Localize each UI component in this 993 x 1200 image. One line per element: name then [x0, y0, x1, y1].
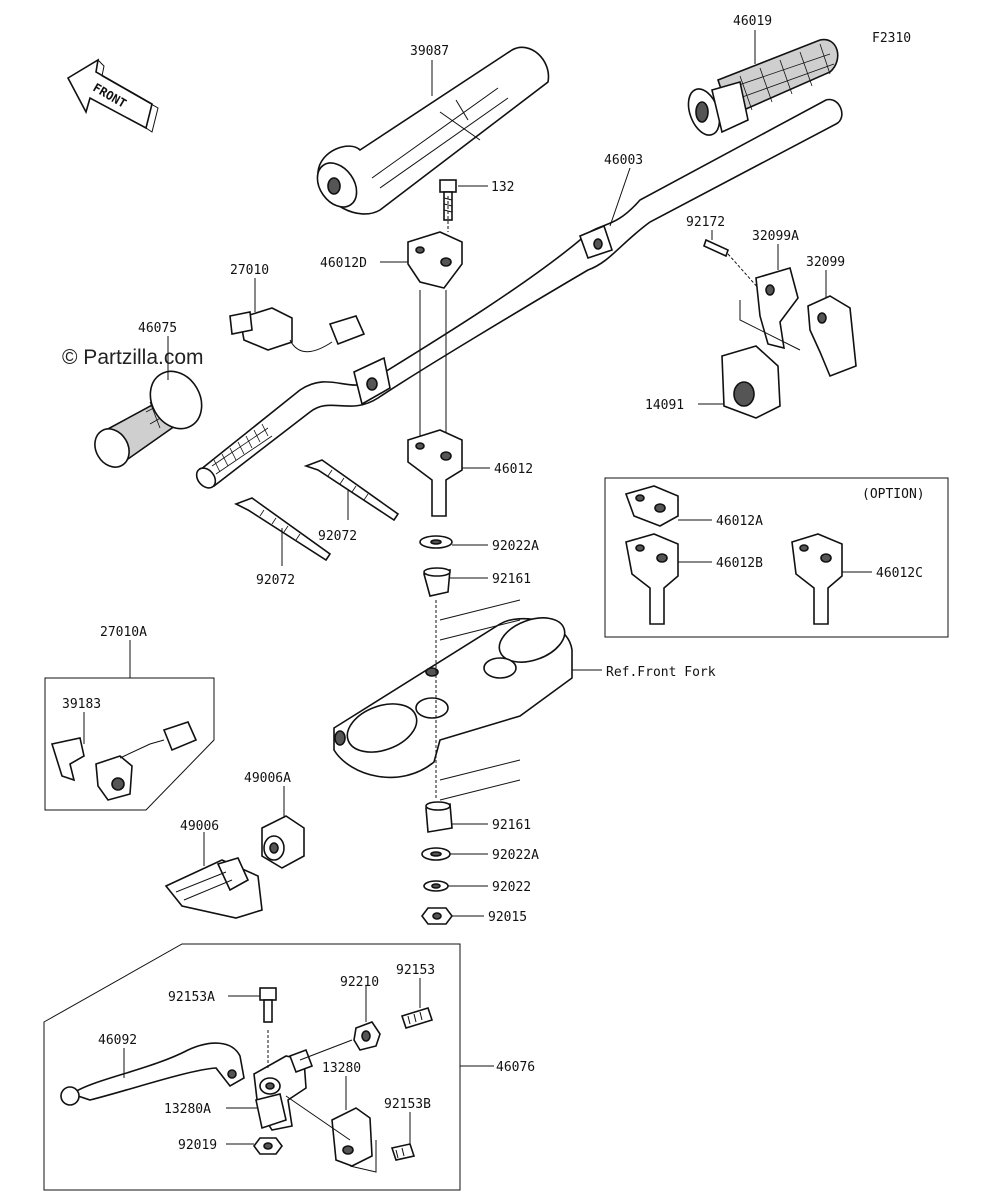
- switch-kit-box: [44, 677, 215, 811]
- nut-92019: [253, 1137, 283, 1155]
- washer-92022a-top: [419, 535, 453, 549]
- label-46012: 46012: [494, 462, 533, 477]
- label-92022A-bottom: 92022A: [492, 848, 539, 863]
- figure-code: F2310: [872, 31, 911, 46]
- guard-49006: [164, 857, 263, 919]
- label-92153A: 92153A: [168, 990, 215, 1005]
- label-92072-upper: 92072: [318, 529, 357, 544]
- label-39087: 39087: [410, 44, 449, 59]
- label-46012C: 46012C: [876, 566, 923, 581]
- cable-tie-upper: [303, 459, 400, 522]
- housing-32099a: [755, 267, 799, 350]
- watermark: © Partzilla.com: [62, 346, 204, 369]
- screw-92172: [703, 238, 761, 291]
- label-46012A: 46012A: [716, 514, 763, 529]
- label-92161-top: 92161: [492, 572, 531, 587]
- ref-front-fork-label: Ref.Front Fork: [606, 665, 716, 680]
- lever-assembly-box: [43, 943, 461, 1191]
- washer-92022a-bottom: [421, 847, 451, 861]
- label-46075: 46075: [138, 321, 177, 336]
- triple-clamp: [333, 599, 573, 801]
- option-box: [604, 477, 949, 638]
- label-132: 132: [491, 180, 514, 195]
- clamp-46012b: [625, 533, 679, 625]
- left-grip: [94, 370, 203, 468]
- label-92161-bottom: 92161: [492, 818, 531, 833]
- label-92153: 92153: [396, 963, 435, 978]
- label-32099A: 32099A: [752, 229, 799, 244]
- label-92022: 92022: [492, 880, 531, 895]
- bushing-92161-bottom: [425, 801, 453, 833]
- label-92072-lower: 92072: [256, 573, 295, 588]
- label-46076: 46076: [496, 1060, 535, 1075]
- nut-92015: [421, 907, 453, 925]
- switch-39183: [50, 721, 198, 801]
- screw-92153: [400, 1007, 434, 1029]
- label-46092: 46092: [98, 1033, 137, 1048]
- label-46012D: 46012D: [320, 256, 367, 271]
- throttle-grip: [687, 38, 839, 136]
- handlebar-pad: [316, 46, 550, 215]
- label-92210: 92210: [340, 975, 379, 990]
- bolt-92153a: [259, 987, 277, 1023]
- housing-32099: [807, 295, 857, 378]
- clamp-46012: [407, 429, 463, 517]
- cable-tie-lower: [234, 497, 332, 562]
- switch-27010: [229, 307, 366, 353]
- label-13280A: 13280A: [164, 1102, 211, 1117]
- label-39183: 39183: [62, 697, 101, 712]
- handlebar: [195, 98, 843, 489]
- adjuster-49006a: [261, 815, 305, 869]
- front-arrow-icon: FRONT: [66, 58, 159, 133]
- label-49006A: 49006A: [244, 771, 291, 786]
- label-46012B: 46012B: [716, 556, 763, 571]
- screw-92153b: [390, 1143, 416, 1161]
- label-92019: 92019: [178, 1138, 217, 1153]
- label-92015: 92015: [488, 910, 527, 925]
- clamp-13280a: [255, 1093, 287, 1130]
- cover-14091: [721, 345, 781, 419]
- label-92153B: 92153B: [384, 1097, 431, 1112]
- clamp-46012c: [791, 533, 843, 625]
- lever-46092: [60, 1042, 245, 1106]
- label-92172: 92172: [686, 215, 725, 230]
- clamp-13280: [331, 1107, 373, 1167]
- label-92022A-top: 92022A: [492, 539, 539, 554]
- label-14091: 14091: [645, 398, 684, 413]
- label-49006: 49006: [180, 819, 219, 834]
- label-27010A: 27010A: [100, 625, 147, 640]
- label-32099: 32099: [806, 255, 845, 270]
- washer-92022: [423, 880, 449, 892]
- label-13280: 13280: [322, 1061, 361, 1076]
- option-box-label: (OPTION): [862, 487, 925, 502]
- label-46019: 46019: [733, 14, 772, 29]
- clamp-46012a: [624, 485, 679, 527]
- label-46003: 46003: [604, 153, 643, 168]
- adjuster-92210: [353, 1021, 381, 1051]
- bushing-92161-top: [422, 567, 451, 597]
- label-27010: 27010: [230, 263, 269, 278]
- upper-clamp-46012d: [407, 231, 463, 289]
